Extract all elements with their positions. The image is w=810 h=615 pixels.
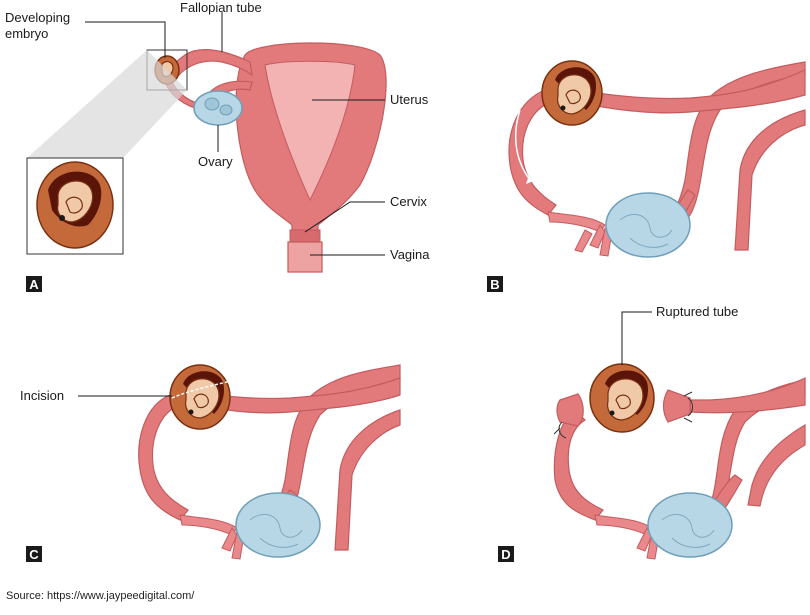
badge-c-letter: C [29, 547, 39, 562]
ovary-a [193, 90, 243, 126]
badge-a-letter: A [29, 277, 39, 292]
badge-c [26, 546, 42, 562]
ovary-c [235, 492, 321, 558]
leader-cervix [304, 201, 385, 233]
badge-d-letter: D [501, 547, 510, 562]
source-credit: Source: https://www.jaypeedigital.com/ [6, 590, 195, 602]
badge-b [487, 276, 503, 292]
label-incision: Incision [20, 388, 64, 403]
badge-a [26, 276, 42, 292]
label-vagina: Vagina [390, 247, 430, 262]
panel-d: Ruptured tube D [498, 304, 806, 562]
incision-line [171, 379, 236, 399]
label-fallopian-tube: Fallopian tube [180, 0, 262, 15]
label-cervix: Cervix [390, 194, 427, 209]
panel-b: B [487, 60, 806, 292]
ovary-d [647, 492, 733, 558]
ovary-b [605, 192, 691, 258]
badge-b-letter: B [490, 277, 499, 292]
label-developing-embryo-1: Developing [5, 10, 70, 25]
label-ruptured-tube: Ruptured tube [656, 304, 738, 319]
label-ovary: Ovary [198, 154, 233, 169]
badge-d [498, 546, 514, 562]
panel-c: Incision C [20, 364, 401, 562]
uterine-cavity [264, 60, 356, 202]
panel-a: Developing embryo Fallopian tube Uterus … [5, 0, 430, 292]
label-developing-embryo-2: embryo [5, 26, 48, 41]
zoom-beam [27, 50, 187, 158]
leader-developing-embryo [85, 21, 166, 58]
label-uterus: Uterus [390, 92, 429, 107]
vagina [287, 241, 323, 273]
leader-ruptured-tube [621, 311, 652, 365]
